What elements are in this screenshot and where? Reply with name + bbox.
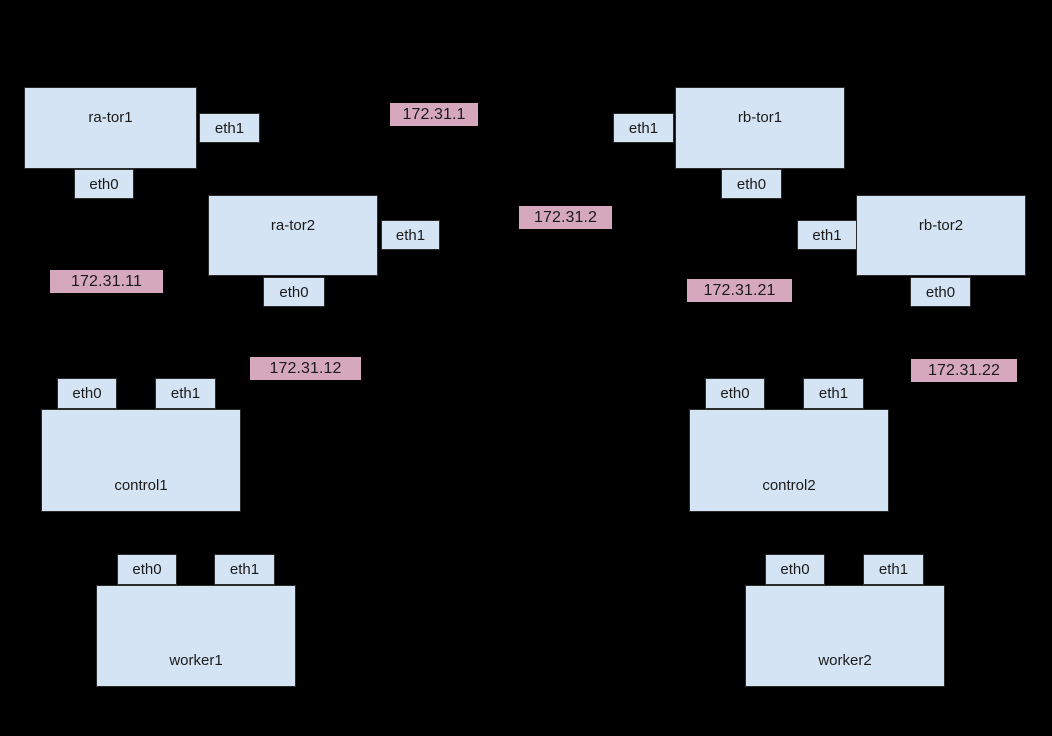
interface-worker2-eth1[interactable]: eth1 bbox=[863, 554, 924, 585]
interface-worker2-eth0[interactable]: eth0 bbox=[765, 554, 825, 585]
network-label-net-172-31-22: 172.31.22 bbox=[911, 359, 1017, 382]
interface-control2-eth1[interactable]: eth1 bbox=[803, 378, 864, 409]
node-label-rb-tor2: rb-tor2 bbox=[918, 217, 964, 234]
interface-control2-eth0[interactable]: eth0 bbox=[705, 378, 765, 409]
node-rb-tor1[interactable]: rb-tor1 bbox=[675, 87, 845, 169]
interface-control1-eth1[interactable]: eth1 bbox=[155, 378, 216, 409]
node-ra-tor2[interactable]: ra-tor2 bbox=[208, 195, 378, 276]
node-worker1[interactable]: worker1 bbox=[96, 585, 296, 687]
interface-worker1-eth0[interactable]: eth0 bbox=[117, 554, 177, 585]
node-label-control2: control2 bbox=[762, 477, 816, 494]
node-worker2[interactable]: worker2 bbox=[745, 585, 945, 687]
node-control1[interactable]: control1 bbox=[41, 409, 241, 512]
interface-control1-eth0[interactable]: eth0 bbox=[57, 378, 117, 409]
node-ra-tor1[interactable]: ra-tor1 bbox=[24, 87, 197, 169]
node-label-rb-tor1: rb-tor1 bbox=[737, 109, 783, 126]
network-label-net-172-31-1: 172.31.1 bbox=[390, 103, 478, 126]
network-label-net-172-31-2: 172.31.2 bbox=[519, 206, 612, 229]
interface-worker1-eth1[interactable]: eth1 bbox=[214, 554, 275, 585]
node-label-ra-tor2: ra-tor2 bbox=[270, 217, 316, 234]
interface-rb-tor1-eth1[interactable]: eth1 bbox=[613, 113, 674, 143]
interface-rb-tor1-eth0[interactable]: eth0 bbox=[721, 169, 782, 199]
node-control2[interactable]: control2 bbox=[689, 409, 889, 512]
network-label-net-172-31-21: 172.31.21 bbox=[687, 279, 792, 302]
node-label-ra-tor1: ra-tor1 bbox=[88, 109, 133, 126]
node-label-control1: control1 bbox=[114, 477, 168, 494]
network-label-net-172-31-12: 172.31.12 bbox=[250, 357, 361, 380]
node-label-worker1: worker1 bbox=[169, 652, 223, 669]
interface-rb-tor2-eth0[interactable]: eth0 bbox=[910, 277, 971, 307]
node-label-worker2: worker2 bbox=[818, 652, 872, 669]
interface-ra-tor2-eth1[interactable]: eth1 bbox=[381, 220, 440, 250]
interface-ra-tor2-eth0[interactable]: eth0 bbox=[263, 277, 325, 307]
interface-rb-tor2-eth1[interactable]: eth1 bbox=[797, 220, 857, 250]
interface-ra-tor1-eth0[interactable]: eth0 bbox=[74, 169, 134, 199]
node-rb-tor2[interactable]: rb-tor2 bbox=[856, 195, 1026, 276]
interface-ra-tor1-eth1[interactable]: eth1 bbox=[199, 113, 260, 143]
network-label-net-172-31-11: 172.31.11 bbox=[50, 270, 163, 293]
